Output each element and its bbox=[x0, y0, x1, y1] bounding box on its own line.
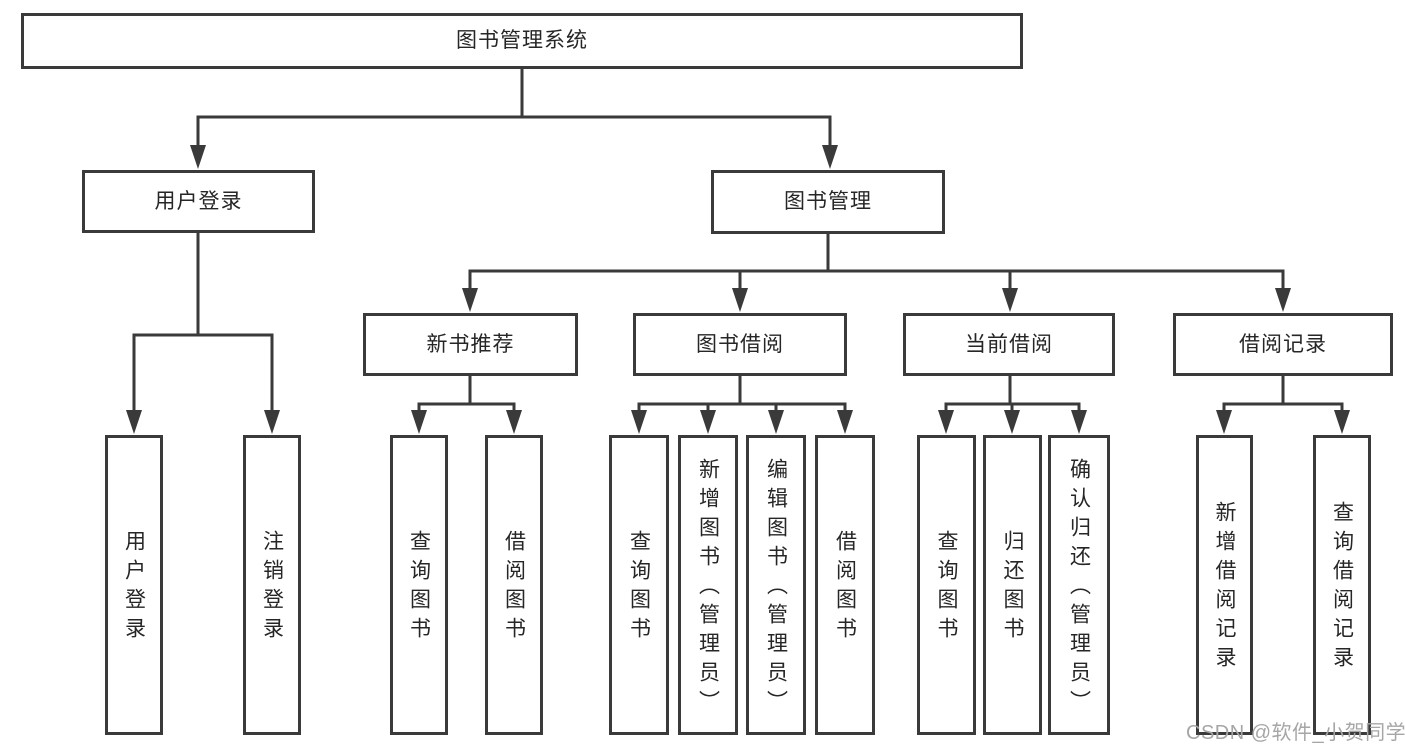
leaf-add-books-admin: 新增图书（管理员） bbox=[678, 435, 738, 735]
leaf-return-books: 归还图书 bbox=[983, 435, 1042, 735]
leaf-recommend-borrow-books: 借阅图书 bbox=[485, 435, 543, 735]
edge-user-login-to-leaves bbox=[126, 233, 280, 434]
node-user-login: 用户登录 bbox=[82, 170, 315, 233]
node-new-book-recommend: 新书推荐 bbox=[363, 313, 578, 376]
node-book-management: 图书管理 bbox=[711, 170, 945, 234]
edge-root-to-level2 bbox=[190, 69, 838, 169]
leaf-recommend-query-books: 查询图书 bbox=[390, 435, 448, 735]
leaf-user-login: 用户登录 bbox=[105, 435, 163, 735]
edge-book-management-to-level3 bbox=[462, 234, 1291, 312]
node-book-borrow: 图书借阅 bbox=[633, 313, 847, 376]
csdn-watermark: CSDN @软件_小贺同学 bbox=[1186, 722, 1405, 744]
node-borrow-records: 借阅记录 bbox=[1173, 313, 1393, 376]
edge-new-book-recommend-to-leaves bbox=[411, 376, 522, 434]
leaf-confirm-return-admin: 确认归还（管理员） bbox=[1048, 435, 1110, 735]
node-root-library-management-system: 图书管理系统 bbox=[21, 13, 1023, 69]
edge-book-borrow-to-leaves bbox=[631, 376, 853, 434]
leaf-query-borrow-record: 查询借阅记录 bbox=[1313, 435, 1371, 735]
leaf-current-query-books: 查询图书 bbox=[917, 435, 976, 735]
leaf-logout: 注销登录 bbox=[243, 435, 301, 735]
leaf-borrow-query-books: 查询图书 bbox=[609, 435, 669, 735]
leaf-borrow-books: 借阅图书 bbox=[815, 435, 875, 735]
leaf-edit-books-admin: 编辑图书（管理员） bbox=[746, 435, 806, 735]
edge-borrow-records-to-leaves bbox=[1216, 376, 1350, 434]
node-current-borrow: 当前借阅 bbox=[903, 313, 1115, 376]
edge-current-borrow-to-leaves bbox=[938, 376, 1087, 434]
leaf-add-borrow-record: 新增借阅记录 bbox=[1196, 435, 1253, 735]
